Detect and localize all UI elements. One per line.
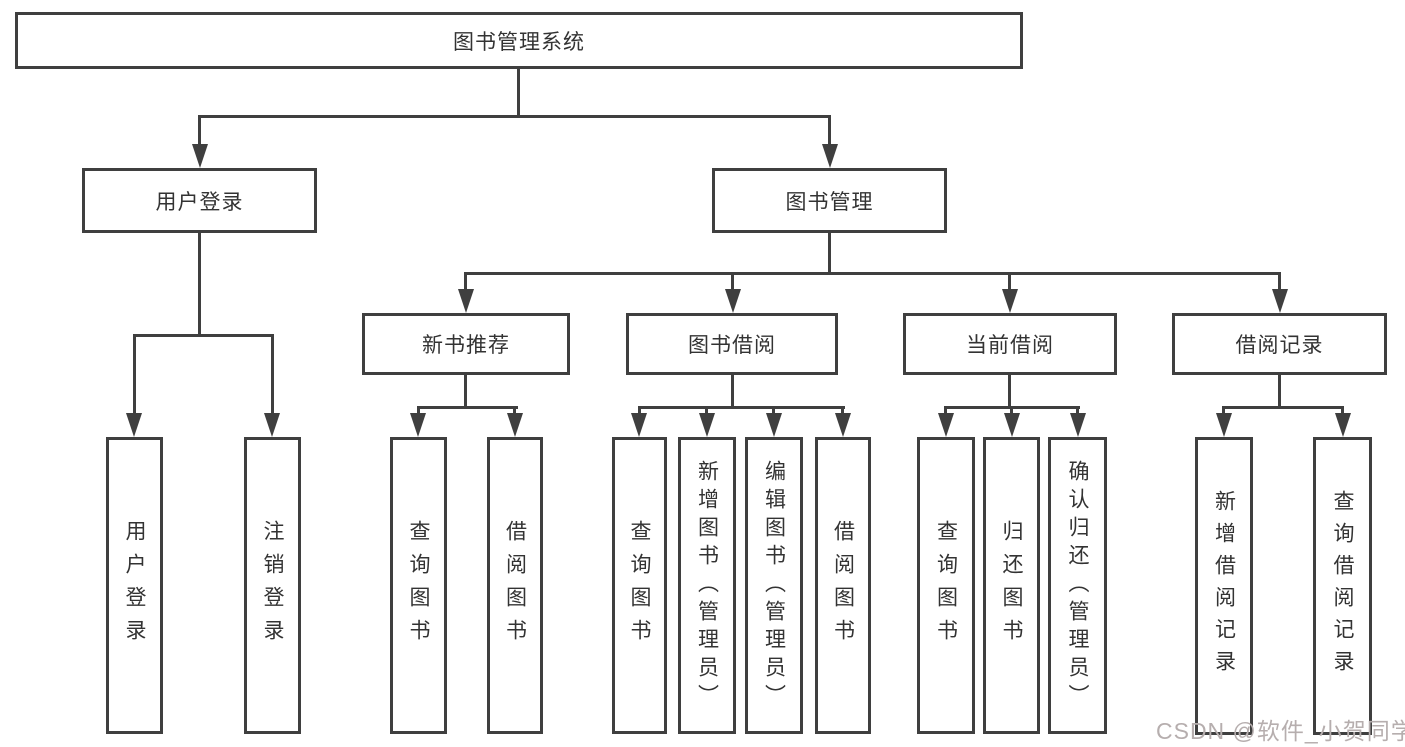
- node-label: 图书管理: [785, 190, 874, 214]
- connector-bookmgmt-rail: [464, 272, 1281, 275]
- connector-cb-stem: [1008, 375, 1011, 408]
- node-logout: 注销登录: [244, 437, 301, 734]
- connector-bb-drop-3: [772, 406, 775, 415]
- connector-bookmgmt-drop-4: [1278, 272, 1281, 291]
- connector-root-stem: [517, 69, 520, 118]
- node-label: 查询图书: [628, 519, 651, 652]
- arrow-down-icon: [835, 413, 851, 437]
- node-br-query-record: 查询借阅记录: [1313, 437, 1372, 735]
- node-label: 新增图书（管理员）: [695, 459, 719, 712]
- node-label: 查询借阅记录: [1331, 490, 1354, 682]
- node-label: 编辑图书（管理员）: [762, 459, 786, 712]
- connector-nbr-drop-1: [417, 406, 420, 415]
- arrow-down-icon: [766, 413, 782, 437]
- node-current-borrow: 当前借阅: [903, 313, 1117, 375]
- connector-cb-drop-3: [1076, 406, 1079, 415]
- connector-bookmgmt-drop-3: [1008, 272, 1011, 291]
- arrow-down-icon: [1272, 289, 1288, 313]
- arrow-down-icon: [264, 413, 280, 437]
- node-label: 图书管理系统: [453, 30, 585, 54]
- node-cb-query-books: 查询图书: [917, 437, 975, 734]
- connector-bb-drop-2: [705, 406, 708, 415]
- connector-br-stem: [1278, 375, 1281, 408]
- connector-br-drop-1: [1222, 406, 1225, 415]
- arrow-down-icon: [410, 413, 426, 437]
- arrow-down-icon: [1216, 413, 1232, 437]
- node-label: 归还图书: [1000, 519, 1023, 652]
- connector-root-drop-left: [198, 115, 201, 146]
- node-label: 查询图书: [934, 519, 958, 652]
- connector-bookmgmt-stem: [828, 233, 831, 274]
- arrow-down-icon: [631, 413, 647, 437]
- node-label: 确认归还（管理员）: [1066, 459, 1089, 712]
- node-new-book-recommend: 新书推荐: [362, 313, 570, 375]
- arrow-down-icon: [699, 413, 715, 437]
- node-user-login-action: 用户登录: [106, 437, 163, 734]
- node-label: 新书推荐: [422, 334, 510, 357]
- connector-bookmgmt-drop-2: [731, 272, 734, 291]
- connector-bb-drop-1: [638, 406, 641, 415]
- connector-br-drop-2: [1341, 406, 1344, 415]
- arrow-down-icon: [725, 289, 741, 313]
- node-bb-borrow-books: 借阅图书: [815, 437, 871, 734]
- node-label: 用户登录: [155, 190, 244, 214]
- node-label: 用户登录: [123, 519, 146, 652]
- arrow-down-icon: [938, 413, 954, 437]
- connector-userlogin-stem: [198, 233, 201, 337]
- connector-root-rail: [198, 115, 831, 118]
- arrow-down-icon: [1070, 413, 1086, 437]
- node-label: 注销登录: [261, 519, 284, 652]
- node-bb-edit-books-admin: 编辑图书（管理员）: [745, 437, 803, 734]
- node-nbr-borrow-books: 借阅图书: [487, 437, 543, 734]
- arrow-down-icon: [507, 413, 523, 437]
- connector-br-rail: [1222, 406, 1344, 409]
- arrow-down-icon: [458, 289, 474, 313]
- connector-bb-drop-4: [841, 406, 844, 415]
- arrow-down-icon: [192, 144, 208, 168]
- connector-userlogin-rail: [133, 334, 274, 337]
- node-borrow-records: 借阅记录: [1172, 313, 1387, 375]
- node-bb-add-books-admin: 新增图书（管理员）: [678, 437, 736, 734]
- node-label: 借阅记录: [1235, 334, 1324, 357]
- node-user-login: 用户登录: [82, 168, 317, 233]
- connector-bb-stem: [731, 375, 734, 408]
- node-label: 图书借阅: [688, 334, 776, 357]
- connector-bb-rail: [638, 406, 845, 409]
- connector-nbr-stem: [464, 375, 467, 408]
- connector-cb-drop-2: [1010, 406, 1013, 415]
- node-br-add-record: 新增借阅记录: [1195, 437, 1253, 735]
- csdn-watermark: CSDN @软件_小贺同学: [1156, 718, 1405, 744]
- connector-userlogin-drop-1: [133, 334, 136, 415]
- node-library-management-system: 图书管理系统: [15, 12, 1023, 69]
- node-cb-return-books: 归还图书: [983, 437, 1040, 734]
- node-book-borrow: 图书借阅: [626, 313, 838, 375]
- connector-bookmgmt-drop-1: [464, 272, 467, 291]
- node-label: 查询图书: [407, 519, 430, 652]
- arrow-down-icon: [126, 413, 142, 437]
- node-bb-query-books: 查询图书: [612, 437, 667, 734]
- node-book-management: 图书管理: [712, 168, 947, 233]
- node-label: 当前借阅: [966, 334, 1054, 357]
- connector-root-drop-right: [828, 115, 831, 146]
- node-label: 借阅图书: [503, 519, 527, 652]
- node-label: 借阅图书: [831, 519, 855, 652]
- arrow-down-icon: [1335, 413, 1351, 437]
- connector-nbr-rail: [417, 406, 518, 409]
- node-cb-confirm-return-admin: 确认归还（管理员）: [1048, 437, 1107, 734]
- node-nbr-query-books: 查询图书: [390, 437, 447, 734]
- connector-userlogin-drop-2: [271, 334, 274, 415]
- connector-cb-drop-1: [944, 406, 947, 415]
- arrow-down-icon: [1004, 413, 1020, 437]
- arrow-down-icon: [822, 144, 838, 168]
- node-label: 新增借阅记录: [1212, 490, 1236, 682]
- arrow-down-icon: [1002, 289, 1018, 313]
- connector-nbr-drop-2: [513, 406, 516, 415]
